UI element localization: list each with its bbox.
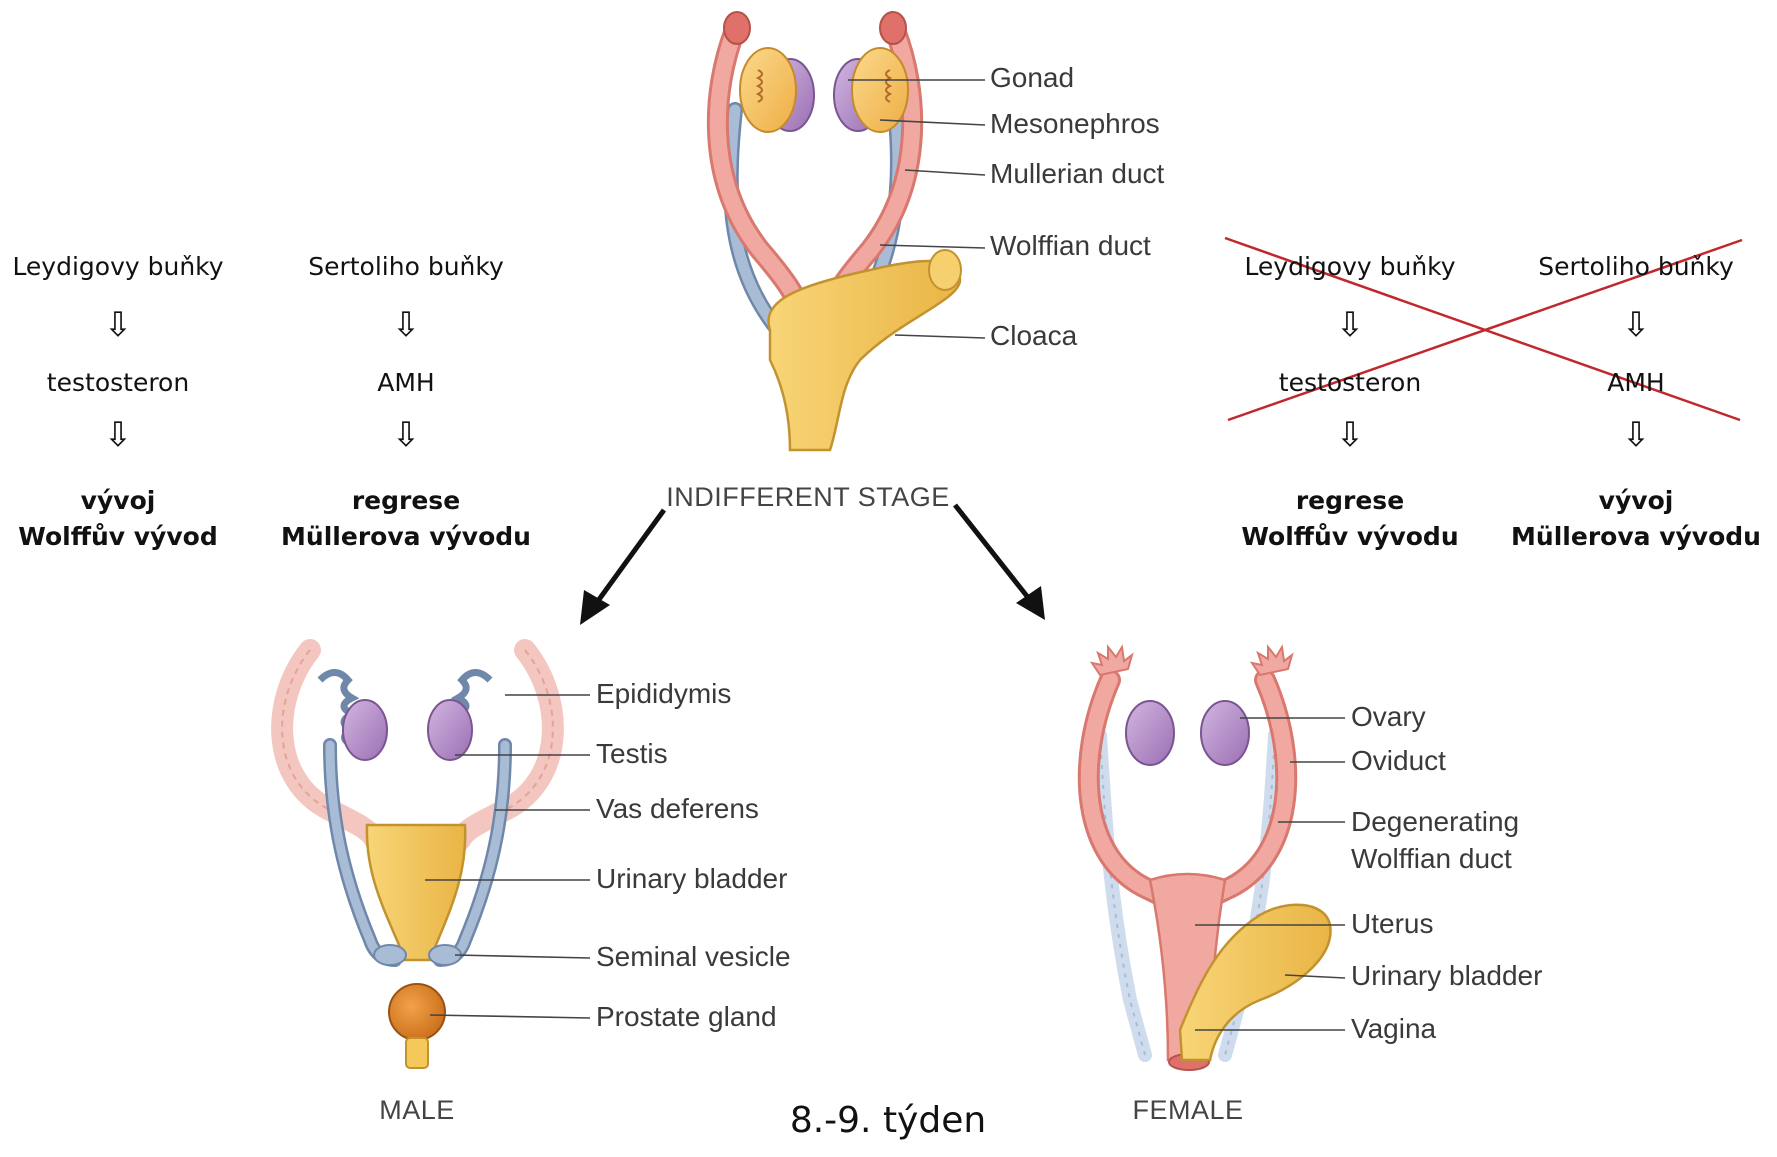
label-prostate-gland: Prostate gland — [596, 1001, 777, 1033]
label-vas-deferens: Vas deferens — [596, 793, 759, 825]
prostate-gland — [389, 984, 445, 1040]
left-col2-result-line1: regrese — [352, 486, 460, 515]
ovary-left — [1126, 701, 1174, 765]
label-urinary-bladder-male: Urinary bladder — [596, 863, 787, 895]
label-urinary-bladder-female: Urinary bladder — [1351, 960, 1542, 992]
right-col2-result-line1: vývoj — [1599, 486, 1674, 515]
seminal-vesicle-left — [374, 945, 406, 965]
testis-left — [343, 700, 387, 760]
right-col1-result-line1: regrese — [1296, 486, 1404, 515]
down-arrow-icon: ⇩ — [1336, 308, 1365, 342]
label-cloaca: Cloaca — [990, 320, 1077, 352]
left-col1-cell: Leydigovy buňky — [12, 252, 223, 281]
gonad-right — [852, 48, 908, 132]
male-figure — [282, 650, 590, 1068]
label-mesonephros: Mesonephros — [990, 108, 1160, 140]
right-col1-result-line2: Wolffův vývodu — [1241, 522, 1458, 551]
indifferent-stage-figure — [718, 12, 985, 450]
left-col2-cell: Sertoliho buňky — [308, 252, 504, 281]
label-testis: Testis — [596, 738, 668, 770]
testis-right — [428, 700, 472, 760]
right-col2-cell: Sertoliho buňky — [1538, 252, 1734, 281]
left-col1-result-line2: Wolffův vývod — [18, 522, 217, 551]
label-mullerian-duct: Mullerian duct — [990, 158, 1164, 190]
left-col2-hormone: AMH — [377, 368, 434, 397]
label-uterus: Uterus — [1351, 908, 1433, 940]
left-col1-hormone: testosteron — [47, 368, 189, 397]
gonad-left — [740, 48, 796, 132]
down-arrow-icon: ⇩ — [1622, 418, 1651, 452]
male-title: MALE — [379, 1095, 455, 1126]
down-arrow-icon: ⇩ — [1336, 418, 1365, 452]
arrow-to-male-icon — [580, 590, 610, 625]
female-figure — [1089, 647, 1345, 1070]
left-col1-result-line1: vývoj — [81, 486, 156, 515]
label-seminal-vesicle: Seminal vesicle — [596, 941, 791, 973]
label-ovary: Ovary — [1351, 701, 1426, 733]
down-arrow-icon: ⇩ — [1622, 308, 1651, 342]
week-caption: 8.-9. týden — [790, 1100, 986, 1141]
label-wolffian-duct: Wolffian duct — [990, 230, 1151, 262]
right-col1-cell: Leydigovy buňky — [1244, 252, 1455, 281]
label-vagina: Vagina — [1351, 1013, 1436, 1045]
indifferent-stage-title: INDIFFERENT STAGE — [666, 482, 950, 513]
urethra-male — [406, 1038, 428, 1068]
right-col2-hormone: AMH — [1607, 368, 1664, 397]
right-col1-hormone: testosteron — [1279, 368, 1421, 397]
right-col2-result-line2: Müllerova vývodu — [1511, 522, 1761, 551]
label-gonad: Gonad — [990, 62, 1074, 94]
label-oviduct: Oviduct — [1351, 745, 1446, 777]
fimbriae-left — [1092, 647, 1132, 675]
down-arrow-icon: ⇩ — [392, 308, 421, 342]
down-arrow-icon: ⇩ — [104, 308, 133, 342]
ovary-right — [1201, 701, 1249, 765]
down-arrow-icon: ⇩ — [104, 418, 133, 452]
left-col2-result-line2: Müllerova vývodu — [281, 522, 531, 551]
fimbriae-right — [1252, 647, 1292, 675]
direction-arrows — [580, 505, 1045, 625]
urinary-bladder-male — [367, 825, 465, 960]
down-arrow-icon: ⇩ — [392, 418, 421, 452]
label-degenerating: Degenerating — [1351, 806, 1519, 838]
female-title: FEMALE — [1132, 1095, 1243, 1126]
label-epididymis: Epididymis — [596, 678, 731, 710]
label-wolffian-duct-female: Wolffian duct — [1351, 843, 1512, 875]
